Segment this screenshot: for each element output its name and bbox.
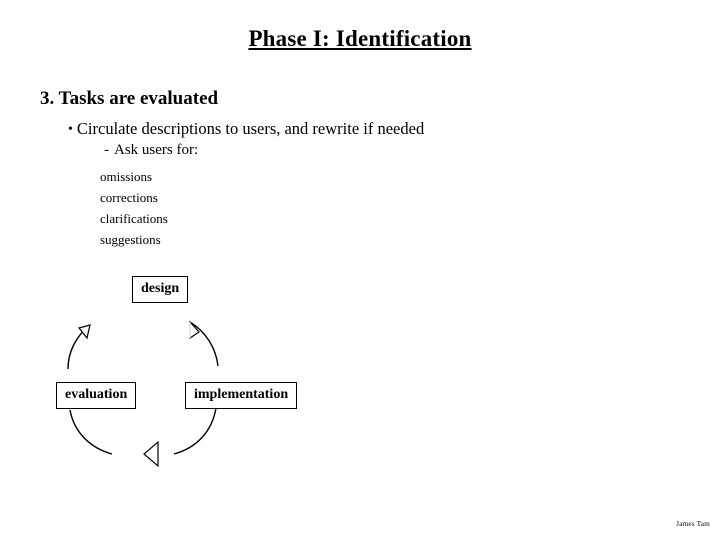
footer-attribution: James Tam (676, 520, 710, 528)
diagram-node-implementation[interactable]: implementation (185, 382, 298, 409)
list-item: suggestions (100, 232, 161, 247)
list-item: omissions (100, 169, 153, 184)
page-title: Phase I: Identification (248, 26, 472, 51)
list-item: corrections (100, 190, 158, 205)
bullet-circulate-descriptions: •Circulate descriptions to users, and re… (68, 119, 424, 139)
bullet-ask-users-label: Ask users for: (114, 142, 199, 158)
cycle-arrows-icon (67, 320, 219, 468)
bullet-dot-icon: • (68, 122, 73, 137)
bullet-ask-users: -Ask users for: (104, 142, 198, 159)
list-item: clarifications (100, 211, 168, 226)
diagram-node-design[interactable]: design (132, 276, 189, 303)
bullet-circulate-label: Circulate descriptions to users, and rew… (76, 119, 425, 138)
sub-item-list: omissions corrections clarifications sug… (100, 166, 168, 250)
lifecycle-diagram: design evaluation implementation (40, 262, 380, 482)
bullet-dash-icon: - (104, 142, 109, 158)
diagram-node-evaluation[interactable]: evaluation (56, 382, 137, 409)
heading-tasks-evaluated: 3. Tasks are evaluated (40, 88, 219, 109)
